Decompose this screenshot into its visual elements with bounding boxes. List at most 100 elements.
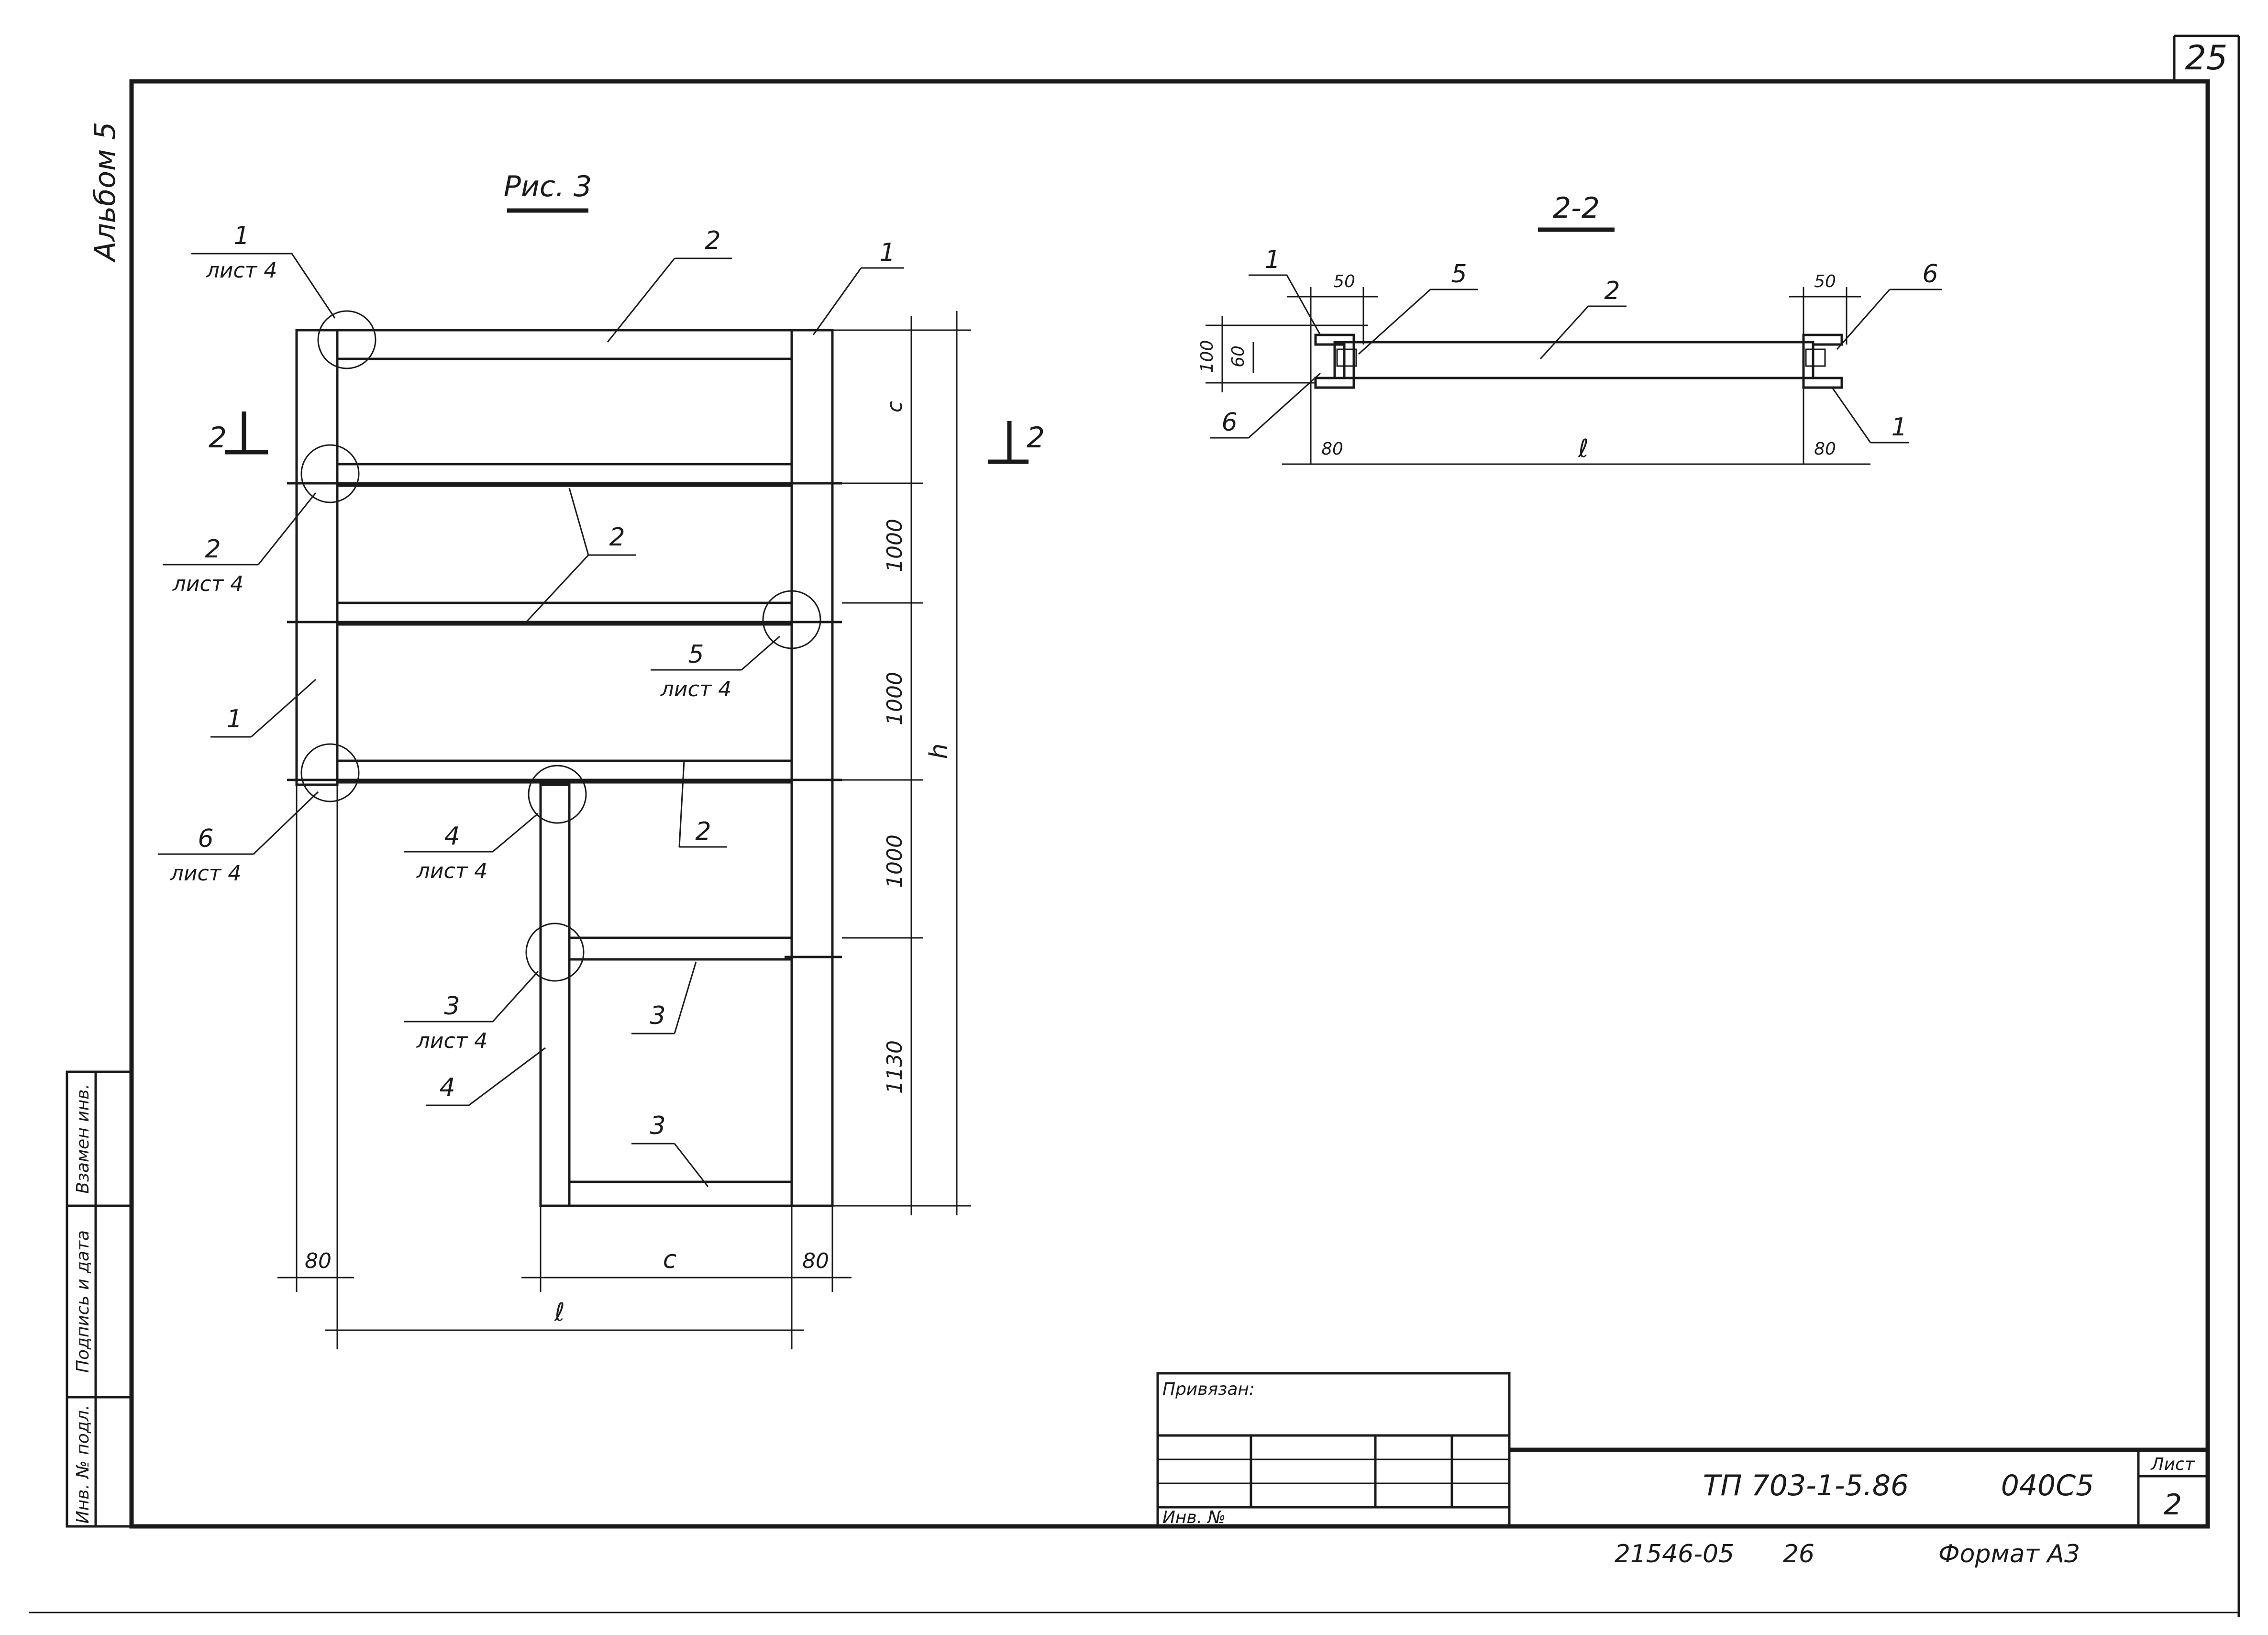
lower-cross-beam [568,936,793,961]
position-leader: 1 [812,238,904,335]
position-leader: 1 [1249,245,1321,335]
svg-text:4: 4 [439,1073,455,1102]
callout-3: 3 лист 4 [404,970,539,1053]
side-stamp: Инв. № подл. Подпись и дата Взамен инв. [66,1070,133,1528]
lower-cross-beam [568,1180,793,1207]
svg-text:3: 3 [650,1112,665,1140]
svg-text:6: 6 [1221,408,1237,437]
dim-1130: 1130 [883,1040,907,1094]
figure-3: Рис. 3 2 [158,170,1045,1349]
doc-code: ТП 703-1-5.86 [1703,1469,1909,1502]
svg-text:лист 4: лист 4 [416,859,488,883]
stamp-signature-date: Подпись и дата [73,1230,93,1373]
position-leader: 2 [1539,277,1626,360]
svg-text:2: 2 [205,535,221,564]
node-circle [300,743,360,802]
position-leader: 1 [210,678,316,738]
svg-text:2: 2 [609,523,625,552]
section-mark-left: 2 [209,421,227,455]
svg-text:1: 1 [1891,413,1907,442]
inv-label: Инв. № [1162,1508,1226,1527]
svg-text:4: 4 [444,822,460,851]
sheet-no-box [2137,1448,2209,1528]
sheet-no: 2 [2164,1488,2182,1522]
callout-2: 2 лист 4 [163,492,317,596]
sec-dim-50-right: 50 [1814,272,1836,291]
right-channel [1802,334,1843,389]
svg-text:6: 6 [198,824,213,853]
svg-text:1: 1 [226,705,242,734]
section-title: 2-2 [1553,191,1600,225]
svg-text:1: 1 [879,238,895,267]
dim-1000: 1000 [883,834,907,888]
svg-text:1: 1 [1264,245,1280,274]
svg-text:лист 4: лист 4 [416,1029,488,1053]
svg-text:3: 3 [650,1001,665,1030]
dim-80-right: 80 [802,1249,829,1273]
dim-c: c [883,401,907,412]
callout-1: 1 лист 4 [191,222,336,319]
svg-text:2: 2 [1604,277,1620,305]
cross-beam [336,759,793,784]
node-circle [317,310,376,369]
left-beam [295,329,339,786]
outer-frame [129,79,2210,1529]
left-channel [1314,334,1355,389]
dim-l-bottom: ℓ [554,1298,564,1327]
cross-beam [336,329,793,360]
album-label: Альбом 5 [89,122,122,263]
node-circle [528,765,587,824]
position-leader: 5 [1358,260,1478,355]
order-no: 21546-05 [1615,1540,1734,1568]
order-page: 26 [1783,1540,1814,1568]
stamp-inv-podl: Инв. № подл. [73,1405,93,1524]
svg-text:5: 5 [688,640,704,669]
sheet-label: Лист [2150,1455,2195,1474]
svg-text:лист 4: лист 4 [660,677,732,701]
section-2-2: 2-2 50 50 100 60 80 ℓ 80 1 [1197,191,1942,465]
fig3-title: Рис. 3 [504,170,592,203]
dim-c-bottom: c [663,1246,677,1274]
node-circle [762,590,821,649]
vertical-dimensions: c 1000 1000 1000 1130 h [832,311,971,1215]
svg-text:лист 4: лист 4 [206,258,277,283]
node-circle [300,444,360,503]
position-leader: 4 [426,1047,546,1106]
callout-4: 4 лист 4 [404,812,539,883]
bound-label: Привязан: [1162,1379,1255,1399]
page-number: 25 [2185,38,2227,78]
position-leader: 2 [525,488,636,623]
position-leader: 2 [678,760,727,848]
svg-text:5: 5 [1451,260,1467,289]
sec-dim-50-left: 50 [1333,272,1355,291]
doc-part: 040С5 [2001,1469,2094,1502]
svg-text:лист 4: лист 4 [170,861,242,886]
bottom-dimensions: 80 c 80 ℓ [277,785,852,1349]
svg-text:6: 6 [1922,260,1938,289]
svg-text:2: 2 [695,817,711,846]
svg-text:2: 2 [705,226,720,255]
sec-dim-60: 60 [1228,345,1248,367]
cross-beam [336,601,793,626]
dim-80-left: 80 [305,1249,332,1273]
deck-beam [1333,341,1814,379]
svg-text:лист 4: лист 4 [172,572,244,596]
stamp-vzamen-inv: Взамен инв. [73,1084,93,1194]
position-leader: 6 [1836,260,1942,350]
right-beam [790,329,834,1207]
callout-5: 5 лист 4 [651,635,780,701]
section-mark-right: 2 [1027,421,1045,455]
dim-1000: 1000 [883,519,907,572]
cross-beam [336,463,793,487]
format-label: Формат А3 [1938,1540,2080,1568]
svg-text:3: 3 [444,992,460,1021]
callout-6: 6 лист 4 [158,791,319,886]
dim-1000: 1000 [883,672,907,725]
sec-dim-l: ℓ [1578,434,1588,463]
svg-text:1: 1 [233,222,249,250]
sec-dim-80-left: 80 [1321,439,1343,459]
position-leader: 3 [631,1112,709,1187]
dim-h: h [925,744,953,759]
short-beam [539,783,571,1207]
